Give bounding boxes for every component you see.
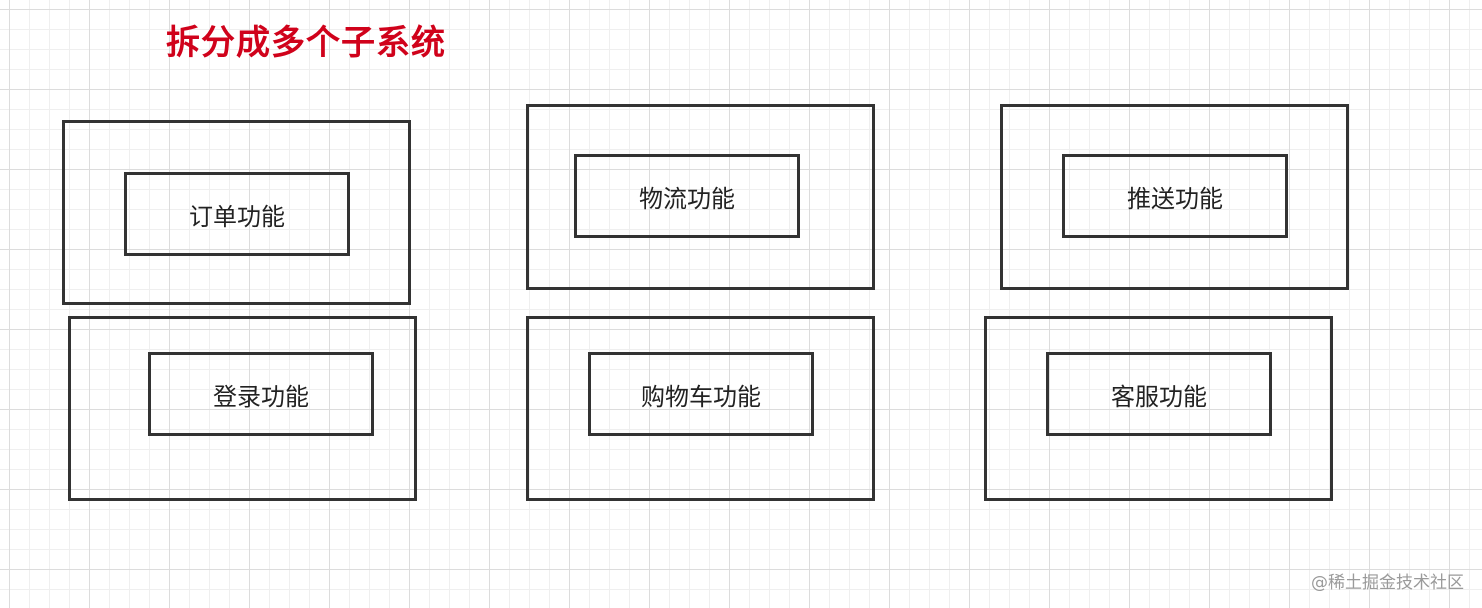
subsystem-label-logistics: 物流功能 (574, 154, 800, 238)
subsystem-label-service: 客服功能 (1046, 352, 1272, 436)
subsystem-box-logistics (526, 104, 875, 290)
subsystem-box-cart (526, 316, 875, 501)
subsystem-label-login: 登录功能 (148, 352, 374, 436)
subsystem-box-order (62, 120, 411, 305)
subsystem-label-cart: 购物车功能 (588, 352, 814, 436)
subsystem-box-service (984, 316, 1333, 501)
page-title: 拆分成多个子系统 (166, 23, 446, 63)
subsystem-label-order: 订单功能 (124, 172, 350, 256)
subsystem-box-login (68, 316, 417, 501)
subsystem-box-push (1000, 104, 1349, 290)
subsystem-label-push: 推送功能 (1062, 154, 1288, 238)
watermark: @稀土掘金技术社区 (1311, 573, 1464, 593)
